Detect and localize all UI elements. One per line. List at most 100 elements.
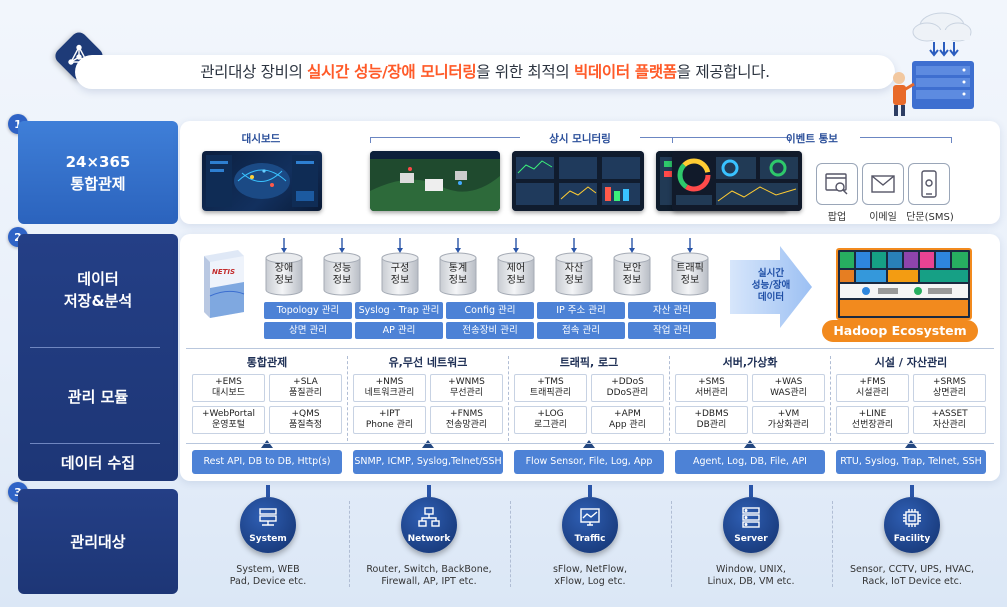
collect-method[interactable]: SNMP, ICMP, Syslog,Telnet/SSH <box>353 450 503 474</box>
panel-divider <box>186 443 994 444</box>
sms-notify[interactable] <box>908 163 950 205</box>
target-divider <box>510 501 511 587</box>
monitoring-screenshot-1[interactable] <box>370 151 500 211</box>
section-title-targets: 관리대상 <box>18 489 178 594</box>
section-title-storage: 데이터 저장&분석 <box>63 270 133 310</box>
city-map-image <box>370 151 500 211</box>
storage-down-arrow <box>397 238 403 254</box>
storage-tag[interactable]: 자산 관리 <box>628 302 716 319</box>
facility-chip-icon <box>901 507 923 532</box>
headline-text: 관리대상 장비의 실시간 성능/장애 모니터링을 위한 최적의 빅데이터 플랫폼… <box>75 55 895 89</box>
module-item-code: +APM <box>614 409 641 419</box>
storage-tag[interactable]: 작업 관리 <box>628 322 716 339</box>
popup-label: 팝업 <box>827 212 847 223</box>
collect-method[interactable]: Rest API, DB to DB, Http(s) <box>192 450 342 474</box>
target-desc: Sensor, CCTV, UPS, HVAC,Rack, IoT Device… <box>834 564 990 588</box>
module-divider <box>347 356 348 441</box>
module-item-code: +SRMS <box>933 377 966 387</box>
storage-tag[interactable]: AP 관리 <box>355 322 443 339</box>
module-divider <box>669 356 670 441</box>
collect-method[interactable]: Agent, Log, DB, File, API <box>675 450 825 474</box>
storage-tag[interactable]: IP 주소 관리 <box>537 302 625 319</box>
storage-label-line1: 통계 <box>448 263 468 274</box>
target-desc-line1: Window, UNIX, <box>716 564 786 575</box>
module-item-desc: 서버관리 <box>694 388 729 398</box>
event-bracket-left <box>672 137 762 143</box>
target-desc: sFlow, NetFlow,xFlow, Log etc. <box>512 564 668 588</box>
target-desc-line1: Router, Switch, BackBone, <box>366 564 492 575</box>
module-item-code: +FMS <box>859 377 886 387</box>
target-traffic[interactable]: Traffic <box>562 497 618 553</box>
hadoop-label: Hadoop Ecosystem <box>822 320 978 342</box>
storage-tag[interactable]: 상면 관리 <box>264 322 352 339</box>
popup-window-icon <box>825 173 848 195</box>
module-item-code: +LOG <box>537 409 564 419</box>
collect-method[interactable]: RTU, Syslog, Trap, Telnet, SSH <box>836 450 986 474</box>
storage-tag[interactable]: 접속 관리 <box>537 322 625 339</box>
target-connector <box>427 485 431 497</box>
target-system[interactable]: System <box>240 497 296 553</box>
storage-down-arrow <box>629 238 635 254</box>
target-name: Traffic <box>574 533 606 544</box>
storage-tag[interactable]: 전송장비 관리 <box>446 322 534 339</box>
event-screenshot[interactable] <box>672 151 802 211</box>
email-notify[interactable] <box>862 163 904 205</box>
module-item-desc: 상면관리 <box>932 388 967 398</box>
target-network[interactable]: Network <box>401 497 457 553</box>
realtime-arrow-label: 실시간 성능/장애 데이터 <box>751 268 791 303</box>
storage-tag[interactable]: Config 관리 <box>446 302 534 319</box>
storage-cylinder-3 <box>380 252 420 296</box>
headline-highlight: 실시간 성능/장애 모니터링 <box>307 63 477 81</box>
storage-tag[interactable]: Topology 관리 <box>264 302 352 319</box>
module-item-code: +IPT <box>378 409 401 419</box>
module-item-code: +DBMS <box>694 409 729 419</box>
module-item-code: +EMS <box>215 377 242 387</box>
server-rack-icon <box>740 506 762 532</box>
popup-notify[interactable] <box>816 163 858 205</box>
module-item-desc: 품질측정 <box>288 420 323 430</box>
module-item-desc: 무선관리 <box>449 388 484 398</box>
dashboard-screenshot[interactable] <box>202 151 322 211</box>
dashboard-label: 대시보드 <box>241 133 281 145</box>
monitoring-label: 상시 모니터링 <box>549 133 611 145</box>
headline-banner: 관리대상 장비의 실시간 성능/장애 모니터링을 위한 최적의 빅데이터 플랫폼… <box>75 55 895 89</box>
collect-method[interactable]: Flow Sensor, File, Log, App <box>514 450 664 474</box>
monitoring-screenshot-2[interactable] <box>512 151 644 211</box>
target-facility[interactable]: Facility <box>884 497 940 553</box>
storage-cylinder-6 <box>554 252 594 296</box>
module-item-desc: 트래픽관리 <box>529 388 572 398</box>
storage-cylinder-4 <box>438 252 478 296</box>
storage-tag[interactable]: Syslog · Trap 관리 <box>355 302 443 319</box>
target-name: Facility <box>893 533 931 544</box>
target-server[interactable]: Server <box>723 497 779 553</box>
network-icon <box>418 506 440 532</box>
section-title-monitoring: 24×365 통합관제 <box>18 121 178 224</box>
netis-label: NETIS <box>212 268 236 276</box>
target-connector <box>749 485 753 497</box>
